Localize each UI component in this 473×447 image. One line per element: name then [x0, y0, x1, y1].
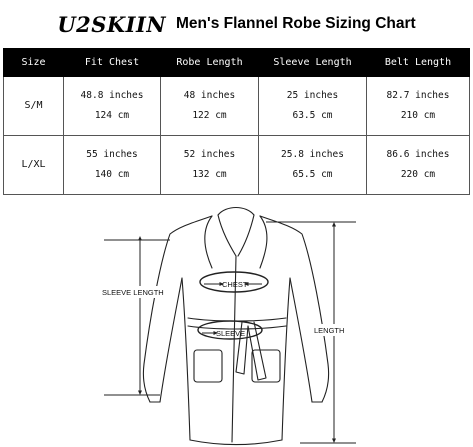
- size-cell: L/XL: [3, 135, 64, 195]
- sleeve-measure: [197, 320, 263, 340]
- page-title: Men's Flannel Robe Sizing Chart: [176, 15, 416, 32]
- value-inches: 25 inches: [286, 90, 339, 101]
- fit-chest-cell: 55 inches 140 cm: [63, 135, 161, 195]
- column-header-sleeve-length: Sleeve Length: [258, 48, 367, 77]
- value-cm: 122 cm: [192, 110, 227, 121]
- table-row: S/M 48.8 inches 124 cm 48 inches 122 cm …: [3, 76, 470, 136]
- table-header-row: Size Fit Chest Robe Length Sleeve Length…: [3, 48, 470, 77]
- size-cell: S/M: [3, 76, 64, 136]
- robe-outline: [142, 206, 330, 446]
- value-inches: 48 inches: [183, 90, 236, 101]
- value-inches: 25.8 inches: [281, 149, 344, 160]
- robe-length-label: LENGTH: [314, 326, 344, 335]
- value-cm: 220 cm: [400, 169, 436, 180]
- robe-length-cell: 52 inches 132 cm: [160, 135, 259, 195]
- value-inches: 48.8 inches: [80, 90, 144, 101]
- sleeve-mark-label: SLEEVE: [216, 329, 245, 338]
- belt-length-cell: 86.6 inches 220 cm: [366, 135, 470, 195]
- chest-measure: [199, 271, 269, 293]
- value-cm: 140 cm: [94, 169, 130, 180]
- column-header-belt-length: Belt Length: [366, 48, 470, 77]
- sleeve-length-cell: 25 inches 63.5 cm: [258, 76, 367, 136]
- chart-header: U2SKIIN Men's Flannel Robe Sizing Chart: [0, 0, 473, 48]
- sizing-table: Size Fit Chest Robe Length Sleeve Length…: [3, 48, 470, 195]
- value-inches: 52 inches: [183, 149, 236, 160]
- fit-chest-cell: 48.8 inches 124 cm: [63, 76, 161, 136]
- value-cm: 210 cm: [400, 110, 436, 121]
- value-cm: 63.5 cm: [292, 110, 333, 121]
- robe-length-cell: 48 inches 122 cm: [160, 76, 259, 136]
- column-header-fit-chest: Fit Chest: [63, 48, 161, 77]
- value-cm: 124 cm: [94, 110, 130, 121]
- sleeve-length-label: SLEEVE LENGTH: [102, 288, 164, 297]
- value-cm: 65.5 cm: [292, 169, 333, 180]
- robe-measurement-diagram: CHEST SLEEVE SLEEVE LENGTH LENGTH: [100, 206, 356, 446]
- value-inches: 55 inches: [86, 149, 138, 160]
- brand-logo: U2SKIIN: [57, 11, 167, 37]
- value-inches: 82.7 inches: [386, 90, 450, 101]
- table-row: L/XL 55 inches 140 cm 52 inches 132 cm 2…: [3, 135, 470, 195]
- value-cm: 132 cm: [192, 169, 227, 180]
- value-inches: 86.6 inches: [386, 149, 450, 160]
- column-header-robe-length: Robe Length: [160, 48, 259, 77]
- belt-length-cell: 82.7 inches 210 cm: [366, 76, 470, 136]
- sleeve-length-cell: 25.8 inches 65.5 cm: [258, 135, 367, 195]
- chest-label: CHEST: [222, 280, 248, 289]
- column-header-size: Size: [3, 48, 64, 77]
- sleeve-length-measure: [104, 236, 170, 396]
